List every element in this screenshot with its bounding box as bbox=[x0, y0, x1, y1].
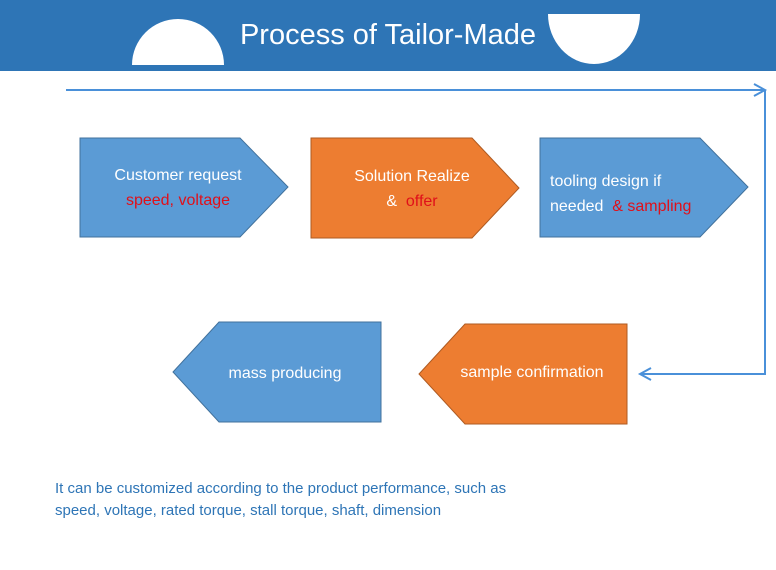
step-sample-confirmation-shape bbox=[418, 323, 628, 425]
step-sample-confirmation-label: sample confirmation bbox=[460, 364, 604, 381]
page-title: Process of Tailor-Made bbox=[239, 19, 537, 51]
step-solution-realize-highlight: offer bbox=[405, 193, 438, 210]
customization-note: It can be customized according to the pr… bbox=[55, 478, 615, 522]
step-tooling-design-shape bbox=[539, 137, 749, 238]
step-customer-request-text: Customer request speed, voltage bbox=[80, 163, 276, 213]
step-customer-request-line1: Customer request bbox=[114, 167, 242, 184]
step-solution-realize-line1: Solution Realize bbox=[354, 168, 470, 185]
flow-connector-arrow bbox=[66, 83, 768, 381]
customization-note-line2: speed, voltage, rated torque, stall torq… bbox=[55, 502, 442, 519]
step-tooling-design-text: tooling design if needed & sampling bbox=[550, 169, 730, 219]
step-mass-producing-shape bbox=[172, 321, 382, 423]
step-tooling-design-highlight: & sampling bbox=[612, 198, 692, 215]
step-mass-producing-label: mass producing bbox=[228, 365, 342, 382]
header-bar bbox=[0, 0, 776, 71]
step-customer-request-highlight: speed, voltage bbox=[125, 192, 231, 209]
step-tooling-design-line1: tooling design if bbox=[550, 173, 662, 190]
step-solution-realize-shape bbox=[310, 137, 520, 239]
step-customer-request-shape bbox=[79, 137, 289, 238]
header-half-circle-right bbox=[548, 14, 640, 64]
step-tooling-design-prefix: needed bbox=[550, 198, 604, 215]
header-half-circle-left bbox=[132, 19, 224, 65]
customization-note-line1: It can be customized according to the pr… bbox=[55, 480, 507, 497]
step-solution-realize-text: Solution Realize & offer bbox=[311, 164, 513, 214]
step-solution-realize-prefix: & bbox=[386, 193, 398, 210]
